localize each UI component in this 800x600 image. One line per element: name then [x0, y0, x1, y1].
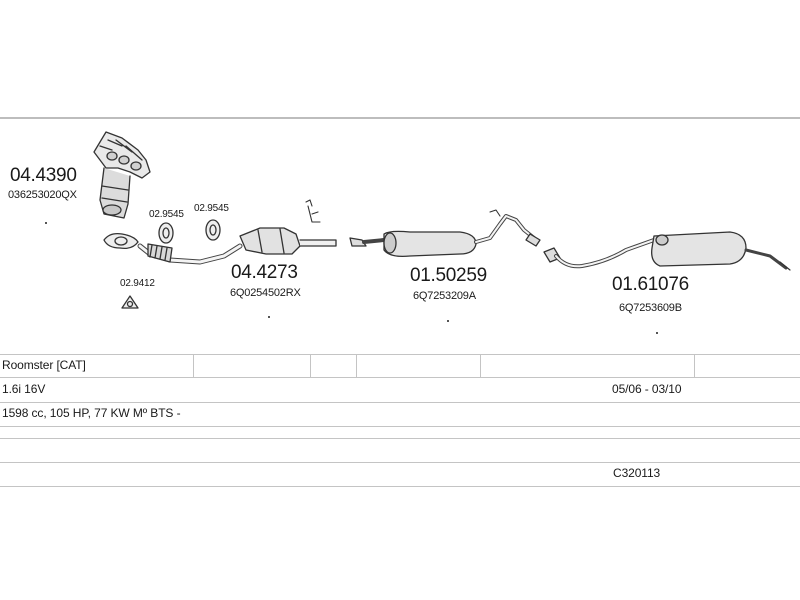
- middle-silencer-part-number: 01.50259: [410, 265, 487, 286]
- table-rule: [0, 377, 800, 378]
- cell-divider: [356, 354, 357, 377]
- catalyst-oe-number: 6Q0254502RX: [230, 287, 301, 299]
- rear-silencer-oe-number: 6Q7253609B: [619, 302, 682, 314]
- middle-silencer-drawing: [349, 209, 541, 258]
- date-range-label: 05/06 - 03/10: [612, 382, 682, 396]
- exhaust-manifold-drawing: [93, 131, 151, 219]
- cell-divider: [480, 354, 481, 377]
- manifold-part-number: 04.4390: [10, 165, 77, 186]
- flange-gasket-drawing: [103, 232, 139, 250]
- table-rule: [0, 486, 800, 487]
- middle-silencer-oe-number: 6Q7253209A: [413, 290, 476, 302]
- table-rule: [0, 354, 800, 355]
- catalog-code-label: C320113: [613, 466, 661, 480]
- table-rule: [0, 462, 800, 463]
- cell-divider: [310, 354, 311, 377]
- label-dot: [268, 316, 270, 318]
- ring-gasket-drawing: [158, 222, 174, 244]
- table-rule: [0, 426, 800, 427]
- engine-label: 1.6i 16V: [2, 382, 46, 396]
- gasket-part-number: 02.9545: [194, 203, 229, 214]
- ring-gasket-drawing: [205, 219, 221, 241]
- rear-silencer-drawing: [543, 231, 791, 271]
- cell-divider: [694, 354, 695, 377]
- catalyst-part-number: 04.4273: [231, 262, 298, 283]
- top-border: [0, 117, 800, 119]
- front-pipe-catalyst-drawing: [137, 199, 337, 265]
- label-dot: [45, 222, 47, 224]
- manifold-oe-number: 036253020QX: [8, 189, 77, 201]
- spec-label: 1598 cc, 105 HP, 77 KW Mº BTS -: [2, 406, 181, 420]
- exhaust-diagram: [93, 131, 791, 309]
- table-rule: [0, 402, 800, 403]
- cell-divider: [193, 354, 194, 377]
- rear-silencer-part-number: 01.61076: [612, 274, 689, 295]
- gasket-part-number: 02.9412: [120, 278, 155, 289]
- label-dot: [656, 332, 658, 334]
- label-dot: [447, 320, 449, 322]
- table-rule: [0, 438, 800, 439]
- model-label: Roomster [CAT]: [2, 358, 86, 372]
- gasket-part-number: 02.9545: [149, 209, 184, 220]
- triangle-gasket-drawing: [121, 295, 139, 309]
